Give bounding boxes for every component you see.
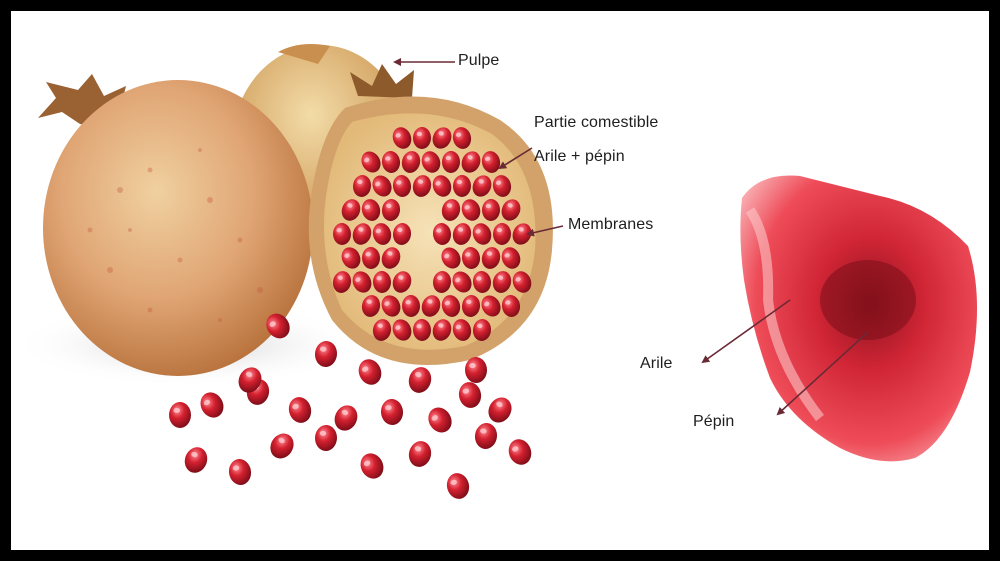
aril <box>355 356 385 389</box>
label-arile-pepin: Arile + pépin <box>534 148 625 166</box>
aril <box>227 457 253 486</box>
label-arile: Arile <box>640 355 673 373</box>
aril <box>406 439 434 470</box>
zoomed-aril <box>740 175 977 461</box>
aril <box>473 422 498 451</box>
aril <box>424 403 457 437</box>
aril <box>266 429 298 463</box>
aril <box>314 424 337 451</box>
aril <box>181 444 211 476</box>
aril <box>484 393 516 427</box>
aril <box>380 398 404 425</box>
aril <box>286 394 314 425</box>
aril <box>457 380 484 410</box>
label-pepin: Pépin <box>693 413 734 431</box>
aril <box>331 402 362 435</box>
aril <box>196 388 228 421</box>
aril <box>465 357 488 384</box>
label-membranes: Membranes <box>568 216 653 234</box>
seed-pepin <box>820 260 916 340</box>
aril <box>444 471 472 502</box>
label-pulpe: Pulpe <box>458 52 499 70</box>
aril <box>356 449 387 482</box>
aril <box>505 436 535 468</box>
aril <box>406 364 435 396</box>
cut-pomegranate <box>309 64 553 365</box>
aril <box>169 402 191 428</box>
label-partie-comestible: Partie comestible <box>534 114 658 132</box>
